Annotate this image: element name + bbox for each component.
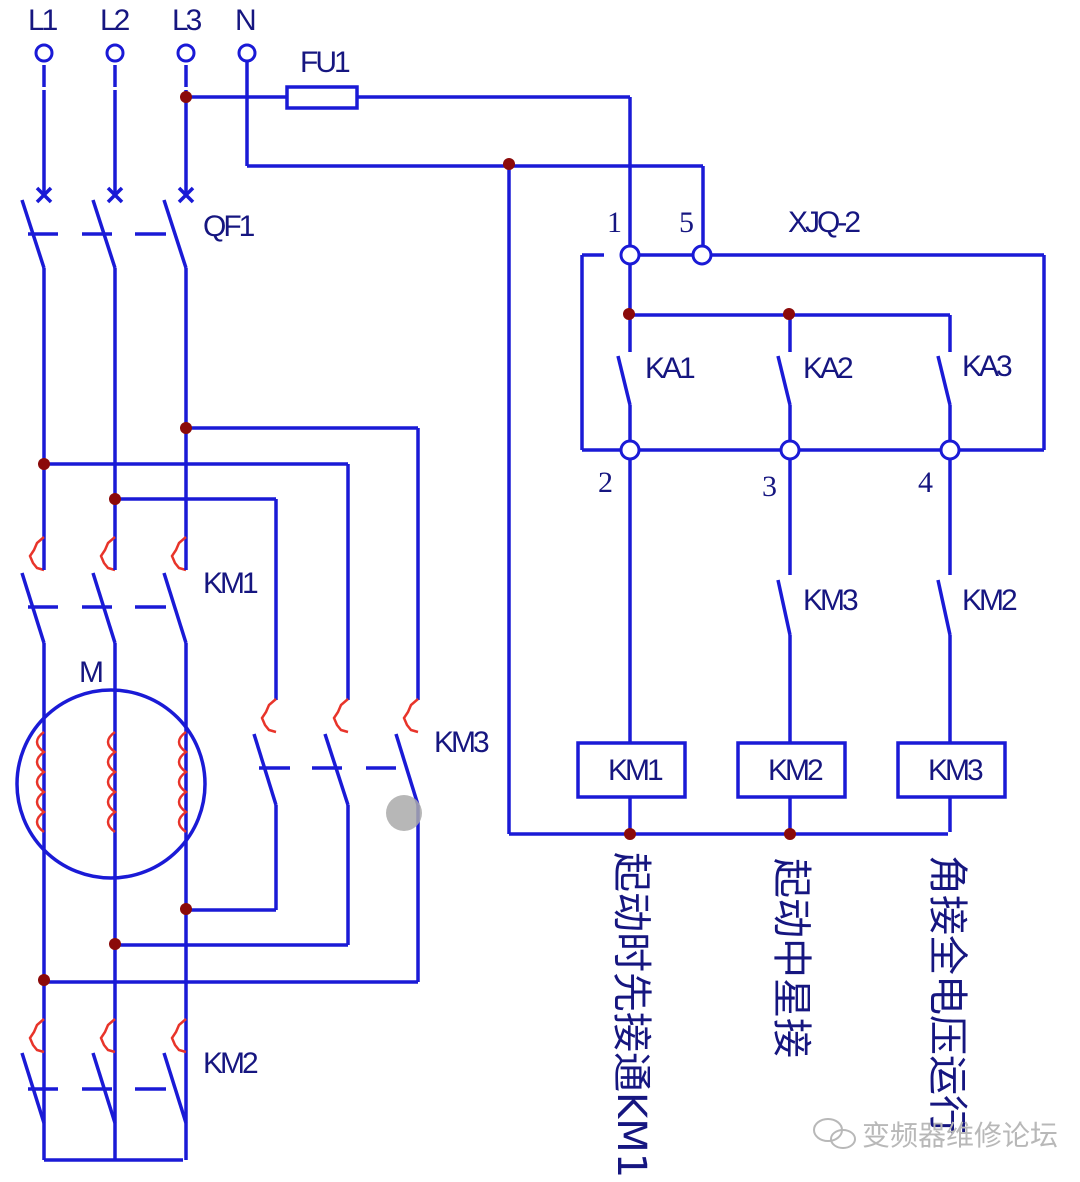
control-feed [186,61,948,836]
label-ka2: KA2 [803,352,853,385]
terminal-label-1: 1 [607,206,622,239]
coil-label-km1: KM1 [608,754,663,787]
controller-terminal-5 [691,244,713,266]
label-n: N [235,4,255,37]
label-xjq2: XJQ-2 [788,206,860,239]
controller-box [580,253,1046,452]
junction [623,308,635,320]
label-km2: KM2 [203,1047,258,1080]
junction [180,903,192,915]
breaker-qf1 [20,199,188,470]
watermark-text: 变频器维修论坛 [862,1119,1058,1152]
terminal-l1 [34,43,54,63]
terminal-label-3: 3 [762,470,777,503]
junction [783,308,795,320]
label-l2: L2 [100,4,130,37]
motor-windings [35,730,189,834]
wechat-icon [813,1118,856,1149]
label-ka3: KA3 [962,350,1012,383]
coil-label-km2: KM2 [768,754,823,787]
label-motor: M [79,656,104,689]
terminal-label-2: 2 [598,466,613,499]
label-km3: KM3 [434,726,489,759]
controller-terminal-3 [779,439,801,461]
contactor-km3 [44,698,420,984]
control-branches [576,460,1007,834]
annotation-delta-run: 角接全电压运行 [924,855,970,1135]
terminal-n [237,43,257,63]
fuse-fu1 [285,85,359,110]
junction [503,158,515,170]
controller-terminal-2 [619,439,641,461]
terminal-l3 [176,43,196,63]
label-ka1: KA1 [645,352,695,385]
coil-label-km3: KM3 [928,754,983,787]
label-interlock-km2: KM2 [962,584,1017,617]
label-fu1: FU1 [300,46,350,79]
junction [180,91,192,103]
power-crosslinks [42,426,420,700]
label-l3: L3 [172,4,202,37]
supply-terminals [34,43,257,63]
annotation-star-start: 起动中星接 [768,858,814,1058]
terminal-label-4: 4 [918,466,933,499]
junction [784,828,796,840]
annotation-km1-start: 起动时先接通KM1 [608,852,654,1178]
motor-m [15,688,207,880]
junction [38,974,50,986]
label-interlock-km3: KM3 [803,584,858,617]
label-km1: KM1 [203,567,258,600]
label-l1: L1 [28,4,58,37]
junction [109,493,121,505]
junction [624,828,636,840]
watermark: 变频器维修论坛 [813,1118,1058,1152]
junction [109,938,121,950]
contactor-km2 [20,1018,188,1162]
cursor-indicator [386,795,422,831]
terminal-label-5: 5 [679,206,694,239]
supply-wires [35,65,195,204]
controller-terminal-4 [939,439,961,461]
controller-terminal-1 [619,244,641,266]
junction [38,458,50,470]
terminal-l2 [105,43,125,63]
junction [180,422,192,434]
label-qf1: QF1 [203,210,255,243]
